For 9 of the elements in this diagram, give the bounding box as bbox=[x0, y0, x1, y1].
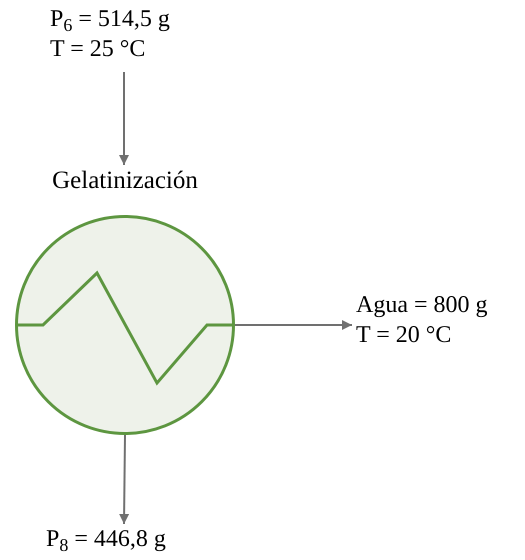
stream-label: T = 25 °C bbox=[50, 35, 146, 64]
arrow bbox=[235, 320, 352, 330]
arrow bbox=[119, 72, 129, 165]
stream-label: Agua = 800 g bbox=[356, 291, 488, 320]
stream-label: P$_{6}$ = 514,5 g bbox=[50, 5, 170, 34]
stream-label: T = 20 °C bbox=[356, 321, 452, 350]
arrow bbox=[119, 434, 130, 524]
unit-label: Gelatinización bbox=[52, 166, 198, 196]
stream-label: P$_{8}$ = 446,8 g bbox=[46, 525, 166, 554]
